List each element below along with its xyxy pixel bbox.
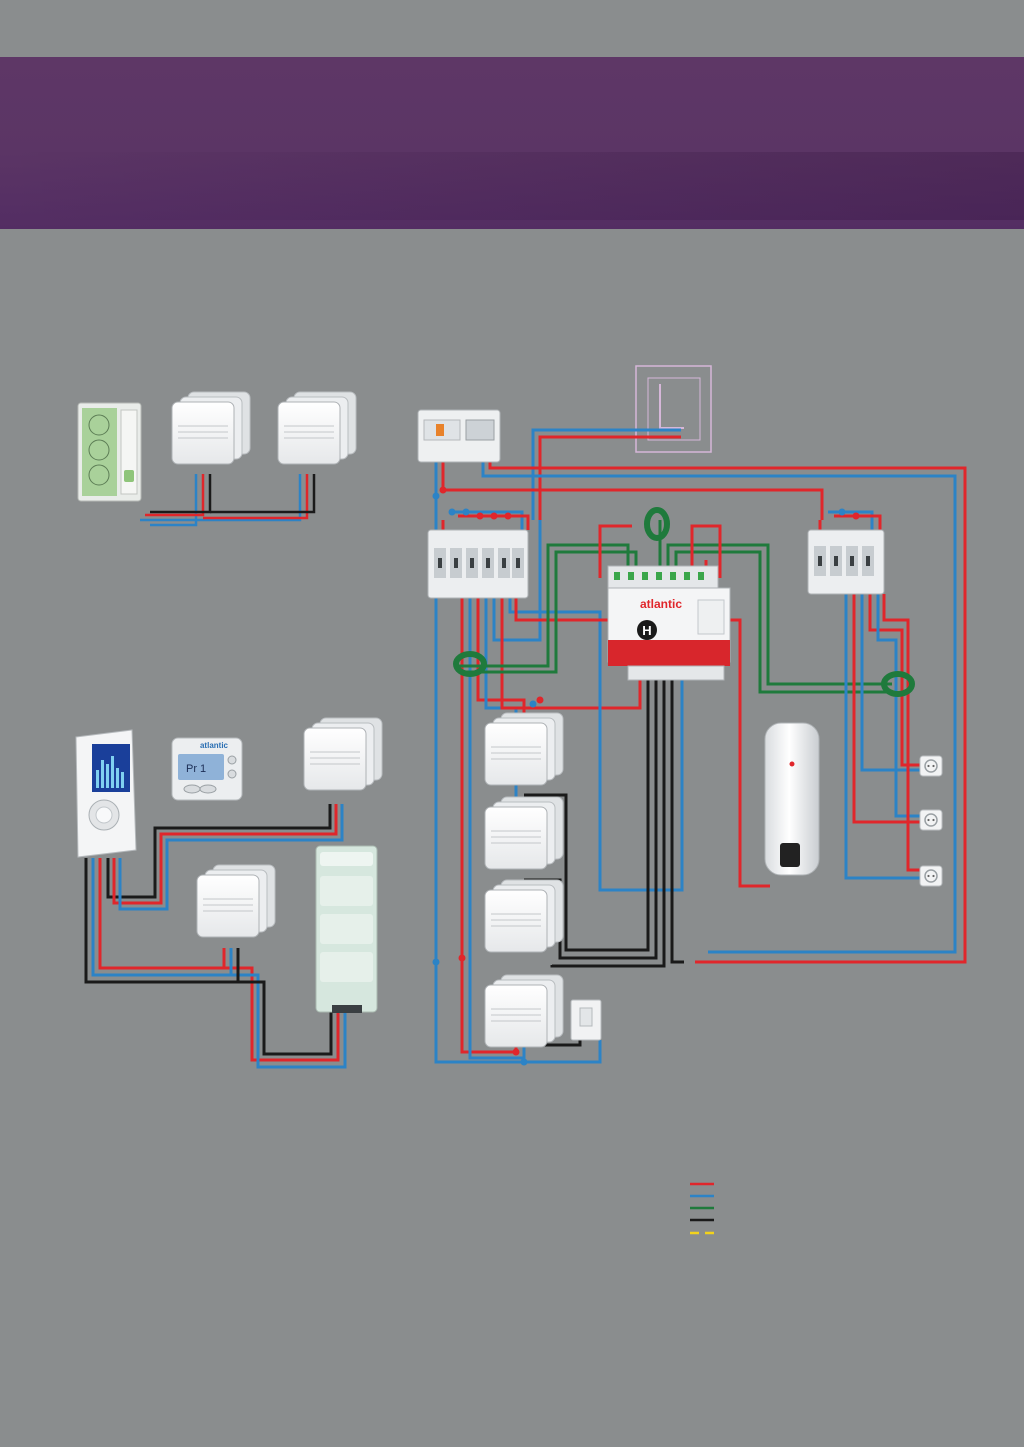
energy-meter	[417, 409, 501, 463]
room-thermostat: atlantic Pr 1	[171, 737, 243, 801]
water-heater	[764, 722, 820, 876]
energy-management-module: atlantic H	[607, 565, 731, 681]
towel-dryer	[315, 845, 378, 1013]
module-letter: H	[642, 623, 651, 638]
module-brand-logo: atlantic	[640, 597, 682, 611]
junction-dots	[432, 486, 860, 1066]
radiator-right-2	[484, 796, 564, 870]
control-switch	[570, 999, 602, 1041]
thermostat-brand-logo: atlantic	[200, 741, 229, 750]
current-sensors	[453, 507, 915, 697]
touch-controller	[75, 729, 137, 858]
header-banner	[0, 57, 1024, 229]
thermostat-display-text: Pr 1	[186, 763, 206, 775]
radiator-top-2	[277, 391, 357, 465]
header-banner-band	[0, 152, 1024, 220]
wiring-bottom-left	[84, 804, 347, 1069]
radiator-right-3	[484, 879, 564, 953]
wire-color-legend	[690, 1182, 714, 1235]
radiator-right-4	[484, 974, 564, 1048]
radiator-right-1	[484, 712, 564, 786]
wiring-top-left	[140, 474, 316, 527]
meter-enclosure	[635, 365, 712, 453]
programmer-unit-top	[77, 402, 142, 502]
breaker-board-secondary	[807, 529, 885, 595]
power-socket-3	[919, 865, 943, 887]
radiator-bottom-right	[303, 717, 383, 791]
radiator-bottom-left	[196, 864, 276, 938]
power-socket-1	[919, 755, 943, 777]
breaker-board-main	[427, 529, 529, 599]
power-socket-2	[919, 809, 943, 831]
wiring-right	[434, 428, 967, 1064]
radiator-top-1	[171, 391, 251, 465]
